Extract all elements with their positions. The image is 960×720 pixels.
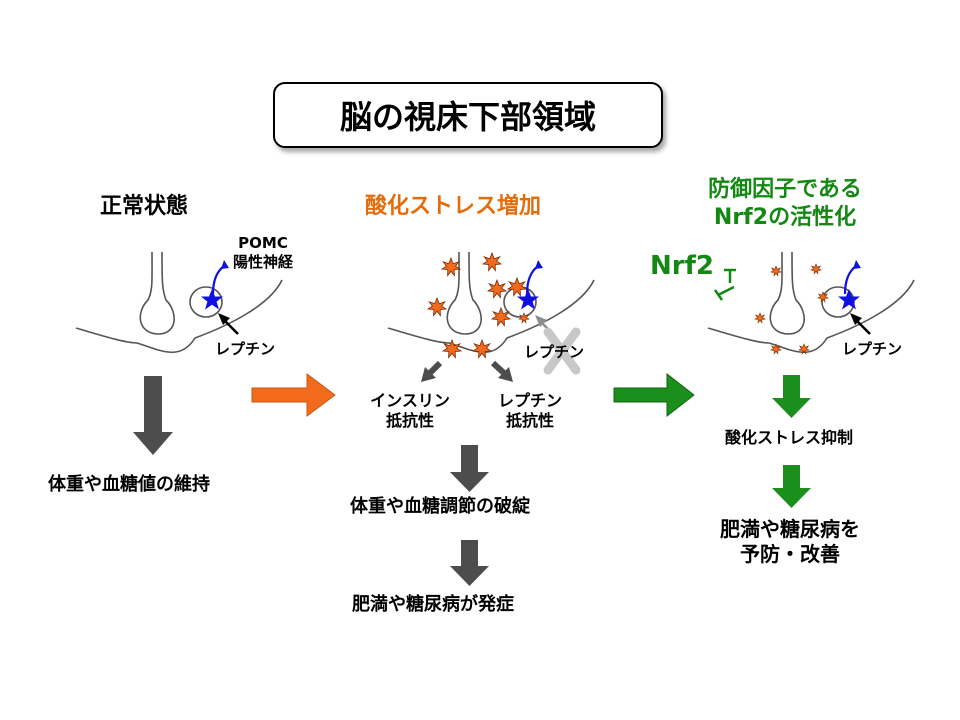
leptin-label: レプチン — [842, 340, 903, 358]
oxidative-stress-burst-icon — [472, 339, 492, 359]
pituitary-stalk — [769, 251, 805, 335]
oxidative-stress-burst-icon — [817, 291, 829, 303]
inhibition-icon — [713, 268, 736, 301]
leptin-resistance-line1: レプチン — [497, 391, 562, 410]
diagonal-arrow-right-icon — [490, 360, 513, 382]
nrf2-heading: 防御因子である Nrf2の活性化 — [680, 176, 890, 231]
down-arrow-icon — [450, 445, 489, 492]
nrf2-outcome-2-line1: 肥満や糖尿病を — [720, 517, 860, 541]
stress-heading: 酸化ストレス増加 — [365, 194, 542, 219]
leptin-label: レプチン — [524, 343, 585, 361]
nrf2-outcome-2-line2: 予防・改善 — [740, 542, 840, 566]
pituitary-stalk — [446, 251, 482, 335]
oxidative-stress-burst-icon — [754, 312, 766, 324]
pituitary-stalk — [139, 251, 175, 335]
page-title: 脳の視床下部領域 — [339, 98, 596, 136]
oxidative-stress-burst-icon — [770, 343, 782, 355]
pomc-label-line1: POMC — [238, 234, 288, 252]
neuron-axon-tip — [221, 260, 229, 269]
neuron-axon-tip — [853, 260, 861, 269]
brain-outline — [75, 279, 283, 354]
transition-arrow-orange — [251, 373, 336, 417]
diagonal-arrow-left-icon — [421, 360, 443, 382]
insulin-resistance-line1: インスリン — [370, 391, 450, 410]
down-arrow-icon — [133, 376, 173, 455]
insulin-resistance-label: インスリン 抵抗性 — [355, 391, 465, 431]
normal-outcome: 体重や血糖値の維持 — [48, 474, 210, 495]
brain-outline — [387, 279, 595, 354]
oxidative-stress-burst-icon — [487, 279, 507, 299]
neuron-cell-outline — [821, 286, 855, 318]
leptin-resistance-label: レプチン 抵抗性 — [480, 391, 580, 431]
oxidative-stress-burst-icon — [482, 252, 502, 272]
normal-brain-section — [75, 251, 283, 455]
blocked-cross-icon — [543, 327, 581, 375]
neuron-star-icon — [838, 289, 860, 310]
nrf2-heading-line2: Nrf2の活性化 — [713, 204, 857, 230]
nrf2-brain-section — [707, 251, 915, 508]
nrf2-label: Nrf2 — [650, 251, 714, 281]
oxidative-stress-burst-icon — [770, 265, 782, 277]
oxidative-stress-burst-icon — [427, 297, 447, 317]
stress-outcome-1: 体重や血糖調節の破綻 — [350, 496, 530, 517]
leptin-resistance-line2: 抵抗性 — [505, 411, 554, 430]
neuron-star-icon — [201, 289, 223, 310]
nrf2-heading-line1: 防御因子である — [708, 177, 862, 202]
stress-brain-section — [387, 251, 595, 586]
down-arrow-icon — [772, 465, 811, 508]
neuron-cell-outline — [189, 286, 223, 318]
normal-heading: 正常状態 — [100, 194, 189, 219]
transition-arrow-green — [613, 372, 695, 418]
leptin-label: レプチン — [215, 340, 276, 358]
pomc-label-line2: 陽性神経 — [232, 252, 293, 271]
down-arrow-icon — [772, 375, 811, 418]
brain-outline — [707, 279, 915, 354]
down-arrow-icon — [450, 540, 489, 586]
leptin-arrowhead — [218, 313, 230, 325]
oxidative-stress-burst-icon — [810, 263, 822, 275]
pomc-neuron-label: POMC 陽性神経 — [228, 234, 298, 272]
nrf2-outcome-2: 肥満や糖尿病を 予防・改善 — [690, 517, 890, 567]
title-box: 脳の視床下部領域 — [273, 82, 663, 148]
stress-outcome-2: 肥満や糖尿病が発症 — [352, 594, 514, 615]
oxidative-stress-burst-icon — [441, 257, 461, 277]
neuron-axon-tip — [535, 260, 543, 269]
insulin-resistance-line2: 抵抗性 — [385, 411, 434, 430]
leptin-arrowhead — [535, 315, 547, 327]
leptin-arrowhead — [850, 313, 862, 325]
nrf2-outcome-1: 酸化ストレス抑制 — [725, 428, 854, 447]
